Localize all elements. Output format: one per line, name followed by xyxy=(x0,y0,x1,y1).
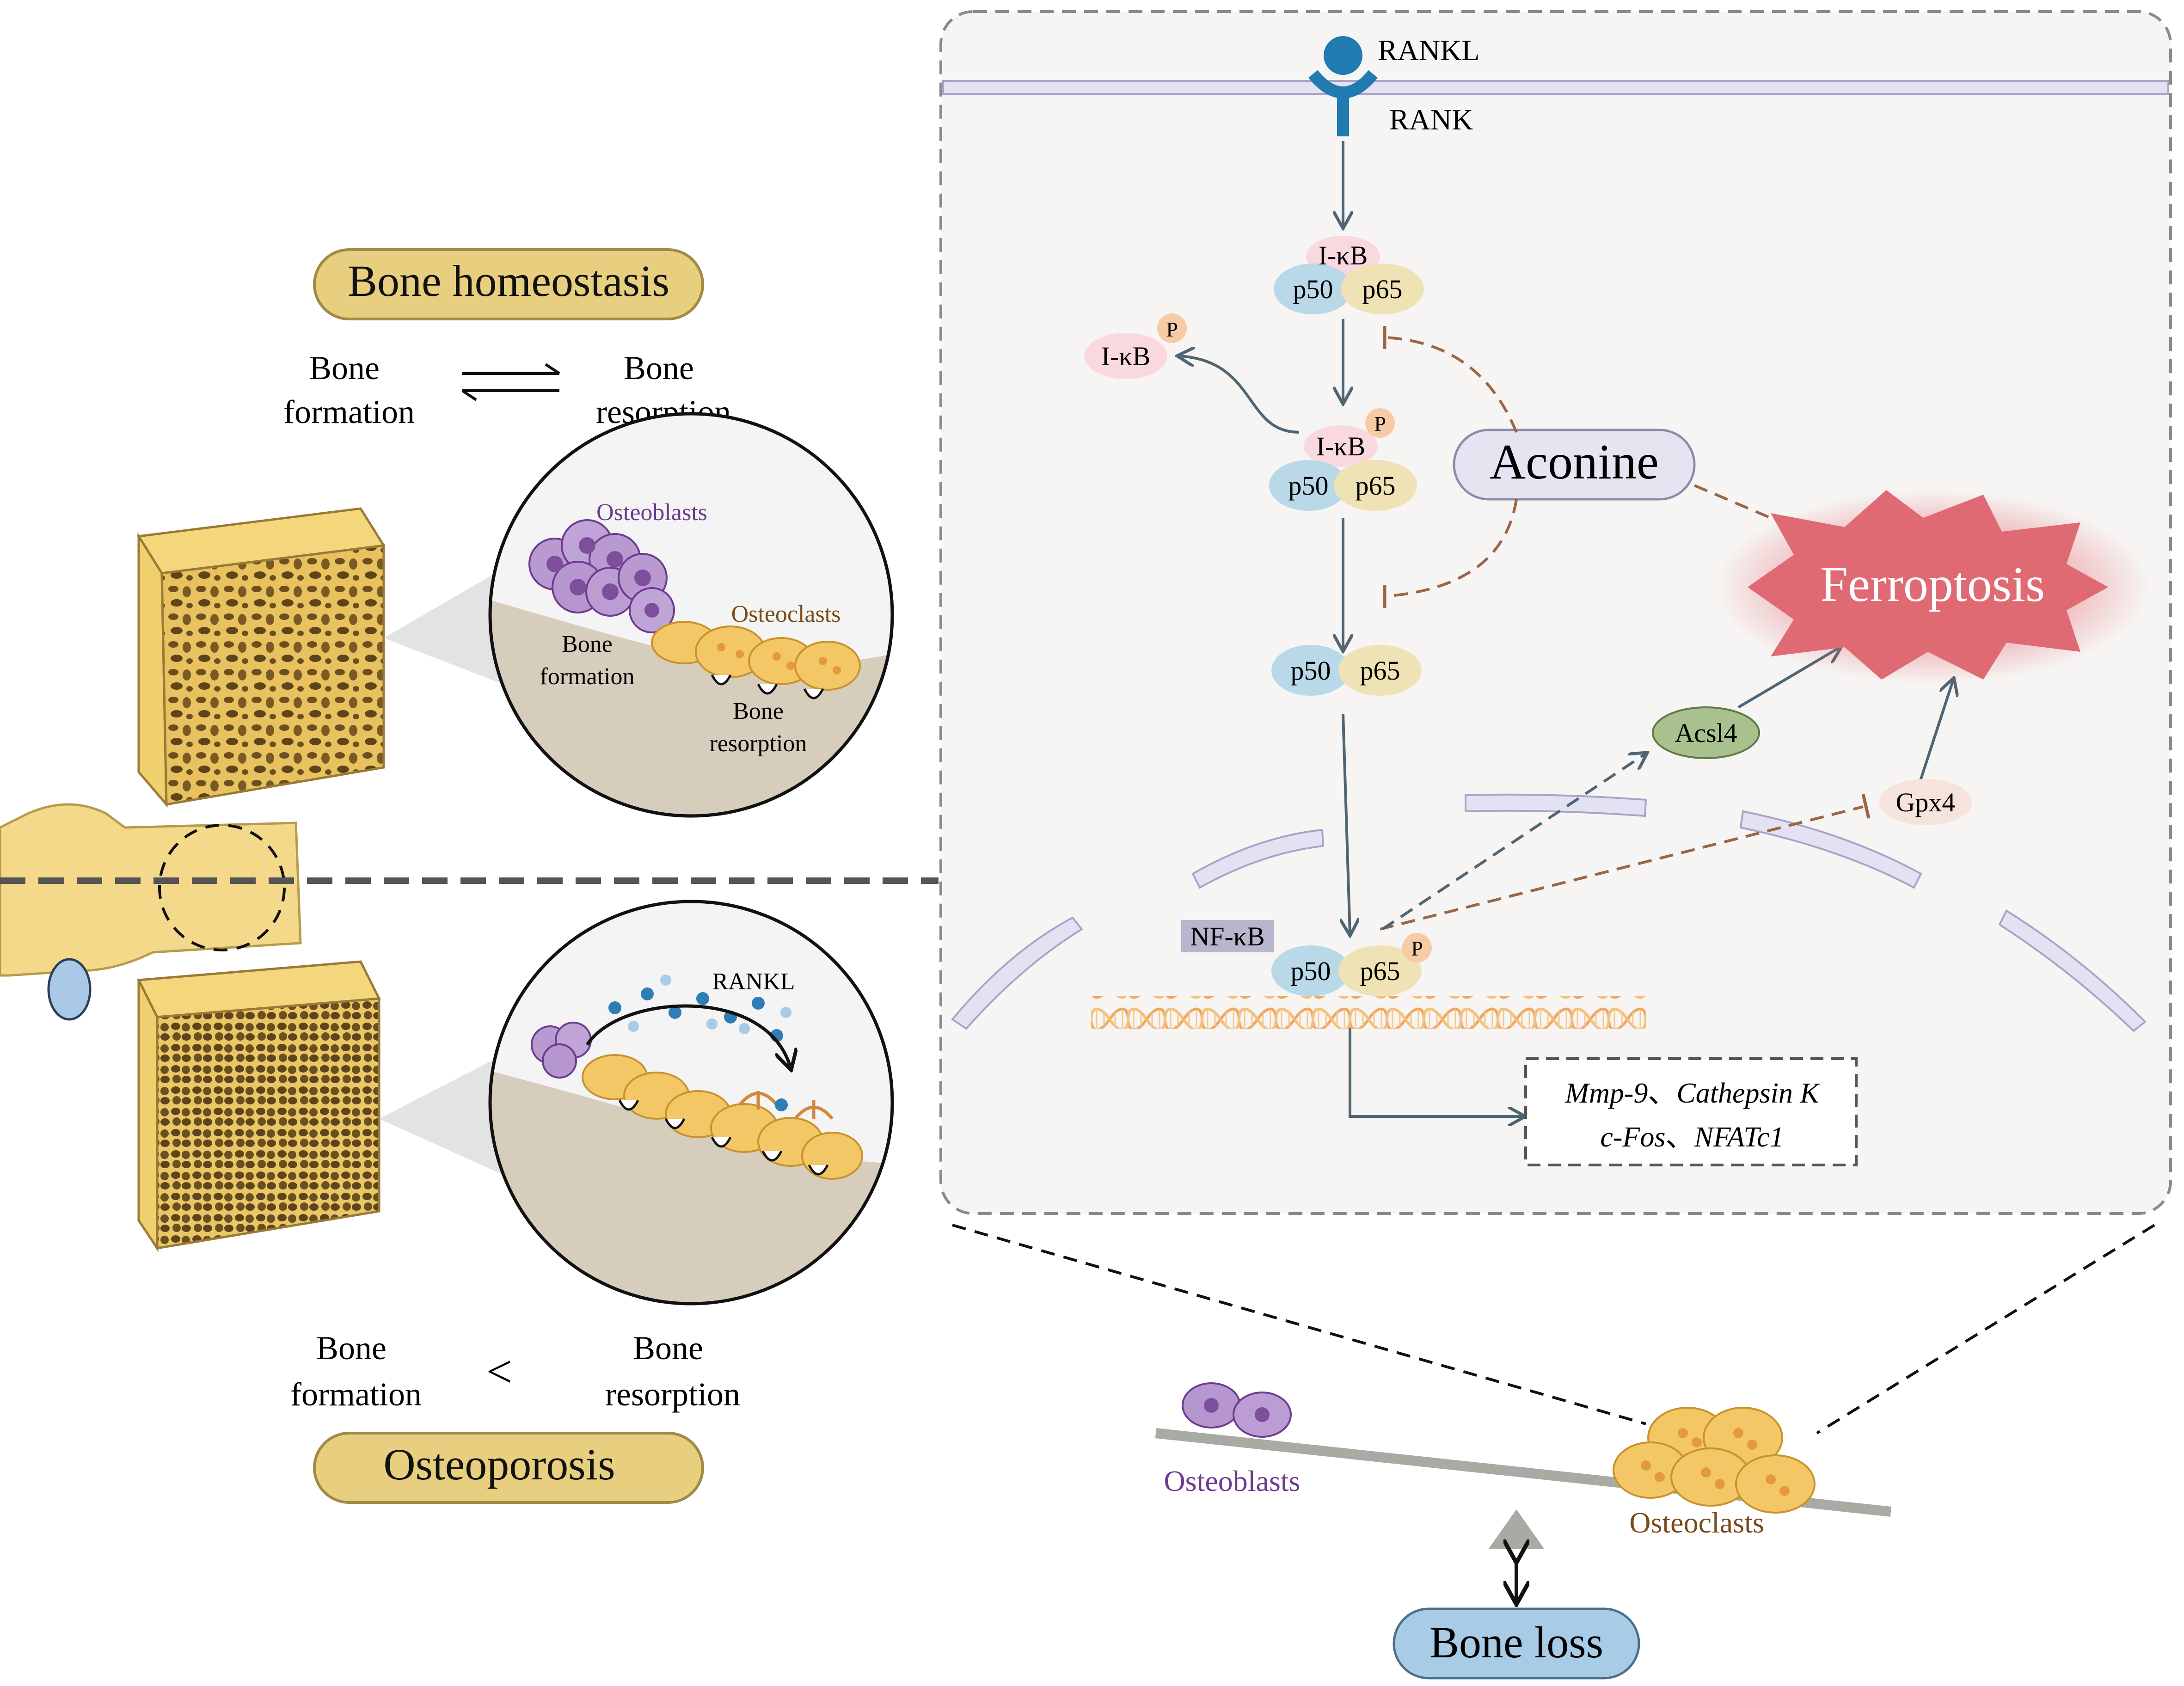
osteoclast-row-icon xyxy=(651,621,861,699)
bottom-bone-resorption-line2: resorption xyxy=(605,1376,740,1413)
arrow-gpx4-to-ferroptosis xyxy=(1917,680,1953,786)
receptor-rankl-label: RANKL xyxy=(1378,34,1479,67)
gene-cathepsin-k: Cathepsin K xyxy=(1676,1078,1821,1109)
nfkb-free-dimer: p50 p65 xyxy=(1271,645,1422,696)
complex-p50-label: p50 xyxy=(1293,274,1333,304)
bone-remodeling-circle-healthy: Osteoblasts Osteoclasts Bone formation B… xyxy=(488,412,894,818)
gene-mmp9: Mmp-9 xyxy=(1564,1078,1648,1109)
balance-osteoblasts-icon xyxy=(1182,1382,1292,1438)
bone-homeostasis-pill: Bone homeostasis xyxy=(313,248,704,320)
ferroptosis-label: Ferroptosis xyxy=(1820,557,2045,612)
circle-rankl-label: RANKL xyxy=(712,969,795,995)
complex-ikb-label: I-κB xyxy=(1319,240,1368,270)
arrow-dimer-to-nucleus xyxy=(1343,714,1350,934)
nfkb-inactive-complex: I-κB p50 p65 xyxy=(1274,236,1424,314)
arrow-dna-to-genes xyxy=(1349,1024,1523,1116)
gene-nfatc1: NFATc1 xyxy=(1694,1122,1784,1153)
acsl4-label: Acsl4 xyxy=(1675,718,1737,748)
phospho-complex-p50-label: p50 xyxy=(1288,471,1329,501)
circle-osteoblasts-label: Osteoblasts xyxy=(596,499,707,526)
aconine-pill: Aconine xyxy=(1453,429,1696,501)
vertebra-dashed-circle xyxy=(158,824,286,951)
bone-loss-balance: Osteoblasts Osteoclasts Bone loss xyxy=(952,1224,2155,1680)
top-bone-resorption-line1: Bone xyxy=(624,349,694,386)
ferroptosis-burst: Ferroptosis xyxy=(1715,490,2150,684)
left-panel: Bone homeostasis Bone formation Bone res… xyxy=(0,248,939,1504)
circle-bone-formation-line1: Bone xyxy=(562,631,613,657)
bone-remodeling-circle-osteoporosis: RANKL xyxy=(488,900,894,1306)
zoom-cone-bottom xyxy=(379,1045,522,1183)
bone-loss-pill: Bone loss xyxy=(1393,1607,1640,1680)
nuclear-p50-label: p50 xyxy=(1291,956,1331,986)
bottom-bone-formation-line1: Bone xyxy=(316,1330,386,1367)
panel-to-balance-dash-left xyxy=(952,1224,1646,1425)
nfkb-label: NF-κB xyxy=(1190,921,1264,951)
equilibrium-arrows-icon xyxy=(461,363,560,401)
phospho-complex-p65-label: p65 xyxy=(1356,471,1396,501)
cell-membrane xyxy=(942,80,2169,95)
osteoporotic-bone-block xyxy=(137,960,381,1252)
nfkb-phospho-complex: I-κB P p50 p65 xyxy=(1269,408,1417,511)
receptor-rank-label: RANK xyxy=(1389,103,1473,136)
nuclear-p65-label: p65 xyxy=(1360,956,1400,986)
seesaw-fulcrum xyxy=(1489,1509,1544,1549)
bone-homeostasis-label: Bone homeostasis xyxy=(348,256,669,306)
bone-loss-label: Bone loss xyxy=(1429,1618,1603,1667)
nuclear-p-label: P xyxy=(1411,937,1423,960)
circle-bone-formation-line2: formation xyxy=(540,663,634,690)
nuclear-nfkb: NF-κB p50 p65 P xyxy=(1181,920,1432,996)
circle-bone-resorption-line2: resorption xyxy=(710,730,807,757)
phospho-complex-p-label: P xyxy=(1374,412,1386,435)
balance-osteoblasts-label: Osteoblasts xyxy=(1164,1465,1300,1497)
nuclear-envelope xyxy=(951,793,2147,1032)
phospho-complex-ikb-label: I-κB xyxy=(1316,431,1366,461)
svg-text:c-Fos、NFATc1: c-Fos、NFATc1 xyxy=(1600,1122,1784,1153)
dna-helix-icon xyxy=(1091,996,1646,1029)
released-ikb-label: I-κB xyxy=(1101,341,1151,371)
arrow-nfkb-to-acsl4 xyxy=(1381,754,1646,931)
signaling-pathway-panel: RANKL RANK I-κB p50 p65 xyxy=(939,10,2172,1215)
top-bone-formation-line1: Bone xyxy=(309,349,380,386)
rankl-dots-icon xyxy=(608,975,791,1111)
bottom-bone-formation-line2: formation xyxy=(290,1376,422,1413)
released-phospho-label: P xyxy=(1166,318,1178,341)
acsl4-node: Acsl4 xyxy=(1652,706,1760,759)
bottom-bone-resorption-line1: Bone xyxy=(633,1330,703,1367)
osteoblast-cluster-icon xyxy=(528,519,675,633)
panel-to-balance-dash-right xyxy=(1816,1224,2155,1435)
gene-separator-2: 、 xyxy=(1666,1122,1694,1153)
inhibit-bar-gpx4 xyxy=(1861,794,1871,819)
gene-cfos: c-Fos xyxy=(1600,1122,1665,1153)
osteoporosis-label: Osteoporosis xyxy=(383,1440,615,1489)
less-than-symbol: < xyxy=(486,1346,512,1397)
balance-osteoclasts-label: Osteoclasts xyxy=(1629,1506,1764,1539)
balance-osteoclasts-icon xyxy=(1613,1407,1816,1514)
dimer-p65-label: p65 xyxy=(1360,656,1400,686)
osteoclast-row-icon-bottom xyxy=(582,1054,863,1180)
svg-text:Mmp-9、Cathepsin K: Mmp-9、Cathepsin K xyxy=(1564,1078,1821,1109)
gene-separator-1: 、 xyxy=(1648,1078,1676,1109)
dimer-p50-label: p50 xyxy=(1291,656,1331,686)
target-genes-box: Mmp-9、Cathepsin K c-Fos、NFATc1 xyxy=(1524,1057,1858,1166)
rank-receptor-icon xyxy=(1308,36,1378,136)
circle-bone-resorption-line1: Bone xyxy=(733,698,784,724)
circle-osteoclasts-label: Osteoclasts xyxy=(731,601,841,627)
gpx4-node: Gpx4 xyxy=(1879,779,1972,825)
vertebra-icon xyxy=(0,803,302,1021)
released-phospho-ikb: I-κB P xyxy=(1084,313,1187,379)
rankl-curved-arrow xyxy=(586,1004,791,1068)
top-bone-formation-line2: formation xyxy=(283,393,415,430)
healthy-trabecular-bone-block xyxy=(136,507,386,808)
gpx4-label: Gpx4 xyxy=(1896,787,1956,817)
arrow-ikb-release xyxy=(1179,356,1300,434)
complex-p65-label: p65 xyxy=(1362,274,1403,304)
osteoporosis-pill: Osteoporosis xyxy=(313,1432,704,1504)
aconine-label: Aconine xyxy=(1490,435,1659,490)
